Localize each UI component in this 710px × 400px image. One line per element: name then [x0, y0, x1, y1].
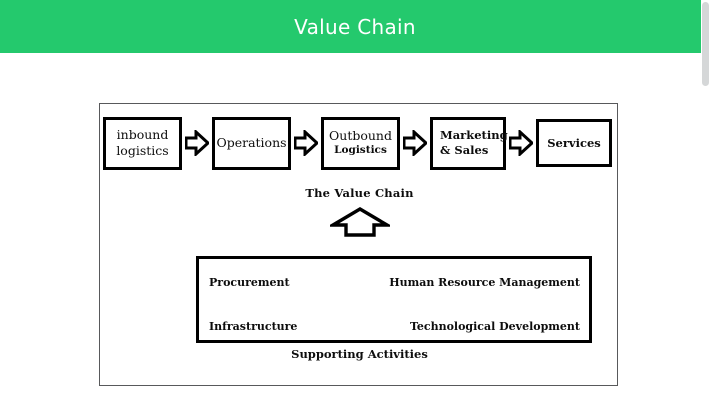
box-label-line2: logistics	[116, 143, 169, 158]
right-arrow-icon	[185, 130, 209, 156]
primary-activities-row: inbound logistics Operations	[102, 113, 617, 173]
supporting-activities-caption: Supporting Activities	[291, 347, 428, 361]
primary-activity-box-operations[interactable]: Operations	[212, 116, 291, 170]
primary-activity-box-inbound-logistics[interactable]: inbound logistics	[103, 116, 182, 170]
page-content-area: inbound logistics Operations	[0, 53, 701, 400]
box-label-line1: Operations	[216, 135, 287, 150]
supporting-activities-row: Infrastructure Technological Development	[199, 316, 589, 336]
box-label-line1: Outbound	[329, 128, 392, 143]
supporting-activity-infrastructure: Infrastructure	[209, 319, 298, 333]
primary-activity-box-marketing-and-sales[interactable]: Marketing & Sales	[430, 116, 508, 170]
primary-activity-box-outbound-logistics[interactable]: Outbound Logistics	[321, 116, 400, 170]
value-chain-diagram: inbound logistics Operations	[99, 103, 618, 386]
page-title: Value Chain	[294, 14, 416, 39]
app-header-bar: Value Chain	[0, 0, 710, 53]
box-label-line2: Logistics	[334, 144, 387, 156]
supporting-activity-human-resource-management: Human Resource Management	[389, 275, 580, 289]
value-chain-center-label: The Value Chain	[305, 186, 414, 200]
box-label-line1: inbound	[116, 127, 169, 142]
right-arrow-icon	[294, 130, 318, 156]
up-arrow-container	[100, 206, 619, 238]
supporting-activity-procurement: Procurement	[209, 275, 290, 289]
box-label-line1: Marketing	[440, 128, 508, 142]
supporting-activity-technological-development: Technological Development	[409, 319, 580, 333]
supporting-activities-row: Procurement Human Resource Management	[199, 272, 589, 292]
primary-activity-box-services[interactable]: Services	[536, 119, 612, 167]
right-arrow-icon	[509, 130, 533, 156]
vertical-scrollbar-thumb[interactable]	[702, 2, 709, 86]
supporting-activities-box: Procurement Human Resource Management In…	[196, 256, 592, 343]
right-arrow-icon	[403, 130, 427, 156]
box-label-line2: & Sales	[440, 143, 489, 157]
vertical-scrollbar-track[interactable]	[701, 0, 710, 400]
box-label-line1: Services	[547, 135, 601, 150]
up-arrow-icon	[329, 206, 390, 238]
